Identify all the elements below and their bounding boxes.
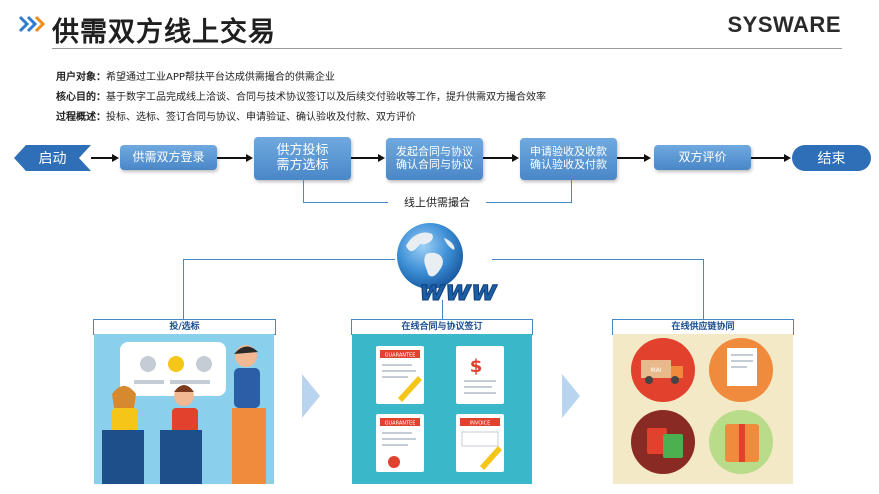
flow-step-contract: 发起合同与协议 确认合同与协议 [386,138,483,180]
panel-supply-title: 在线供应链协同 [612,319,794,335]
flow-connector [751,157,785,159]
panel-connector-left [183,259,184,319]
flow-connector [351,157,379,159]
flow-arrowhead [644,154,651,162]
step-label-line2: 确认合同与协议 [396,158,473,171]
truck-text: MAI [650,367,661,374]
panel-arrow-icon [562,374,580,418]
title-divider [52,48,842,49]
info-text: 投标、选标、签订合同与协议、申请验证、确认验收及付款、双方评价 [106,112,416,123]
panel-connector-mid [442,300,443,319]
flow-step-acceptance: 申请验收及收款 确认验收及付款 [520,138,617,180]
panel-bidding-illustration [94,334,274,484]
doc-guarantee-text: GUARANTEE [385,421,416,427]
info-label: 用户对象： [56,72,106,83]
panel-supply-illustration: MAI [613,334,793,484]
panel-connector-right [703,259,704,319]
panel-connector-top [492,259,703,260]
flow-arrowhead [246,154,253,162]
flow-step-evaluation: 双方评价 [654,145,751,170]
panel-connector-top [183,259,395,260]
brand-logo: SYSWARE [727,12,841,37]
step-label-line1: 供方投标 [276,142,329,158]
flow-arrowhead [512,154,519,162]
step-label-line2: 确认验收及付款 [530,158,607,171]
info-user-object: 用户对象：希望通过工业APP帮扶平台达成供需撮合的供需企业 [56,68,335,83]
page-title: 供需双方线上交易 [52,17,276,48]
globe-text: www [416,274,498,307]
flow-end: 结束 [792,145,871,171]
flow-start-label: 启动 [38,151,67,167]
info-text: 希望通过工业APP帮扶平台达成供需撮合的供需企业 [106,72,335,83]
info-process-overview: 过程概述：投标、选标、签订合同与协议、申请验证、确认验收及付款、双方评价 [56,108,416,123]
flow-arrowhead [112,154,119,162]
info-text: 基于数字工品完成线上洽谈、合同与技术协议签订以及后续交付验收等工作，提升供需双方… [106,92,546,103]
flow-start: 启动 [14,145,91,171]
panel-bidding-title: 投/选标 [93,319,276,335]
step-label: 供需双方登录 [132,149,205,164]
doc-invoice-text: INVOICE [470,421,491,427]
step-label-line2: 需方选标 [276,157,329,173]
flow-arrowhead [784,154,791,162]
header-arrows-icon [18,14,48,38]
flow-arrowhead [378,154,385,162]
info-label: 核心目的： [56,92,106,103]
flow-connector [91,157,113,159]
info-core-purpose: 核心目的：基于数字工品完成线上洽谈、合同与技术协议签订以及后续交付验收等工作，提… [56,88,546,103]
step-label: 双方评价 [678,149,727,164]
doc-dollar-text: $ [470,356,483,377]
globe-www-icon: www [392,220,501,312]
flow-connector [217,157,247,159]
group-label: 线上供需撮合 [388,194,486,210]
flow-end-label: 结束 [817,151,846,167]
panel-contract-illustration: GUARANTEE $ GUARANTEE INVOICE [352,334,532,484]
step-label-line1: 申请验收及收款 [530,145,607,159]
panel-contract-title: 在线合同与协议签订 [351,319,533,335]
flow-connector [617,157,645,159]
step-label-line1: 发起合同与协议 [396,145,473,159]
info-label: 过程概述： [56,112,106,123]
flow-step-login: 供需双方登录 [120,145,217,170]
panel-arrow-icon [302,374,320,418]
doc-guarantee-text: GUARANTEE [385,353,416,359]
flow-connector [483,157,513,159]
flow-step-bid: 供方投标 需方选标 [254,137,351,180]
